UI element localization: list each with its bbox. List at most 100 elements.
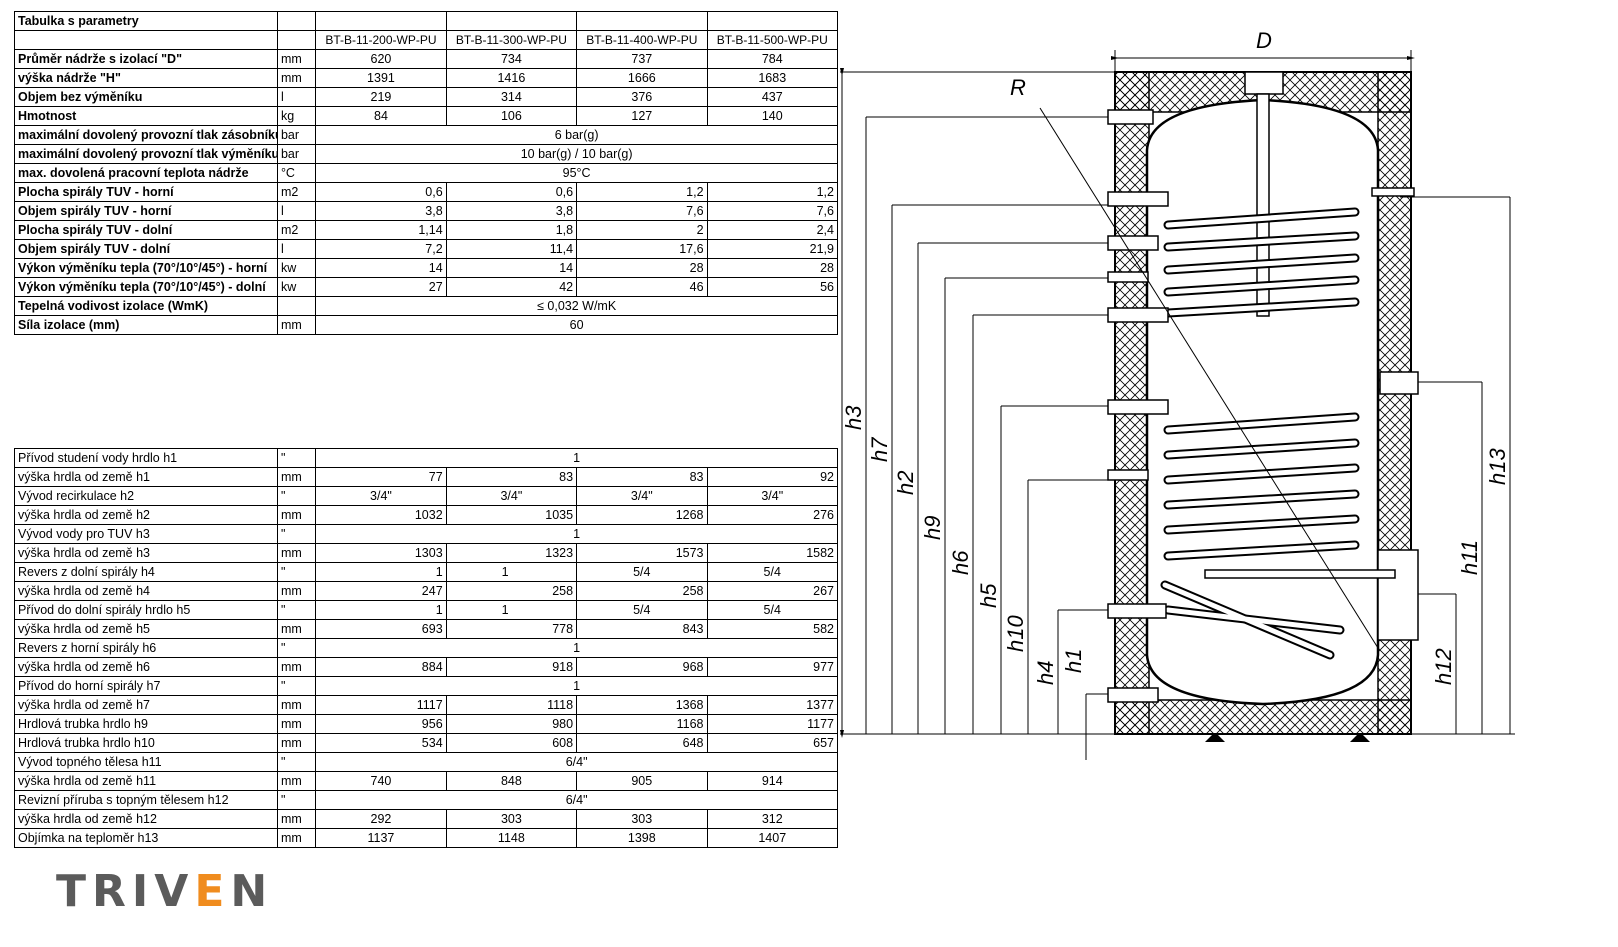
row-value: 60 bbox=[315, 315, 838, 335]
row-value: 843 bbox=[576, 619, 708, 639]
row-value: 2,4 bbox=[706, 220, 839, 240]
row-value: 1035 bbox=[445, 505, 578, 525]
row-value: 3/4" bbox=[576, 486, 708, 506]
row-value: 3/4" bbox=[706, 486, 838, 506]
row-value: 28 bbox=[576, 258, 708, 278]
row-value: 314 bbox=[445, 87, 578, 107]
dimension-labels: D R H h3 h7 h2 h9 h6 h5 h10 h4 h1 h13 h1… bbox=[841, 28, 1510, 685]
dim-h3: h3 bbox=[841, 405, 866, 430]
row-unit: mm bbox=[276, 543, 317, 563]
row-unit: mm bbox=[276, 49, 317, 69]
row-value: 106 bbox=[445, 106, 578, 126]
row-value: 5/4 bbox=[576, 562, 708, 582]
row-unit: " bbox=[276, 676, 317, 696]
row-value: 1,2 bbox=[706, 182, 839, 202]
row-label: Plocha spirály TUV - dolní bbox=[14, 220, 278, 240]
row-value: 534 bbox=[315, 733, 447, 753]
row-value: 258 bbox=[576, 581, 708, 601]
row-value: 1323 bbox=[445, 543, 578, 563]
row-value: 5/4 bbox=[576, 600, 708, 620]
row-unit: l bbox=[276, 87, 317, 107]
row-unit: l bbox=[276, 201, 317, 221]
row-label: Vývod recirkulace h2 bbox=[14, 486, 278, 506]
row-label: výška hrdla od země h4 bbox=[14, 581, 278, 601]
dim-h6: h6 bbox=[948, 550, 973, 575]
row-value: 127 bbox=[576, 106, 708, 126]
row-value: 620 bbox=[315, 49, 447, 69]
row-value: 977 bbox=[706, 657, 838, 677]
row-value: 10 bar(g) / 10 bar(g) bbox=[315, 144, 838, 164]
row-label: Hmotnost bbox=[14, 106, 278, 126]
row-unit: mm bbox=[276, 657, 317, 677]
row-unit: m2 bbox=[276, 182, 317, 202]
row-label: Výkon výměníku tepla (70°/10°/45°) - dol… bbox=[14, 277, 278, 297]
row-value: 1303 bbox=[315, 543, 447, 563]
row-label: max. dovolená pracovní teplota nádrže bbox=[14, 163, 278, 183]
table-cell bbox=[276, 11, 317, 31]
row-unit: m2 bbox=[276, 220, 317, 240]
row-value: 11,4 bbox=[445, 239, 578, 259]
row-value: 1368 bbox=[576, 695, 708, 715]
row-unit: bar bbox=[276, 125, 317, 145]
row-label: Tepelná vodivost izolace (WmK) bbox=[14, 296, 278, 316]
row-label: Hrdlová trubka hrdlo h10 bbox=[14, 733, 278, 753]
row-value: 1268 bbox=[576, 505, 708, 525]
row-label: Revizní příruba s topným tělesem h12 bbox=[14, 790, 278, 810]
row-value: 784 bbox=[706, 49, 839, 69]
row-unit: mm bbox=[276, 733, 317, 753]
row-value: 6 bar(g) bbox=[315, 125, 838, 145]
row-unit: mm bbox=[276, 828, 317, 848]
row-label: Hrdlová trubka hrdlo h9 bbox=[14, 714, 278, 734]
dim-h7: h7 bbox=[867, 437, 892, 462]
model-header: BT-B-11-500-WP-PU bbox=[706, 30, 839, 50]
row-value: 914 bbox=[706, 771, 838, 791]
row-value: 1573 bbox=[576, 543, 708, 563]
row-value: 956 bbox=[315, 714, 447, 734]
row-label: Objem spirály TUV - horní bbox=[14, 201, 278, 221]
row-value: 267 bbox=[706, 581, 838, 601]
row-unit: mm bbox=[276, 315, 317, 335]
row-value: 77 bbox=[315, 467, 447, 487]
table-row: Revers z horní spirály h6"1 bbox=[14, 638, 838, 658]
row-unit: mm bbox=[276, 619, 317, 639]
row-unit: " bbox=[276, 600, 317, 620]
row-unit: °C bbox=[276, 163, 317, 183]
row-label: výška hrdla od země h6 bbox=[14, 657, 278, 677]
row-label: Vývod topného tělesa h11 bbox=[14, 752, 278, 772]
row-value: 918 bbox=[445, 657, 578, 677]
row-value: 1137 bbox=[315, 828, 447, 848]
dim-h12: h12 bbox=[1431, 648, 1456, 685]
table-cell bbox=[315, 11, 447, 31]
row-value: 28 bbox=[706, 258, 839, 278]
row-label: výška hrdla od země h3 bbox=[14, 543, 278, 563]
tank-technical-drawing: D R H h3 h7 h2 h9 h6 h5 h10 h4 h1 h13 h1… bbox=[840, 28, 1515, 760]
row-label: výška hrdla od země h12 bbox=[14, 809, 278, 829]
row-label: Revers z dolní spirály h4 bbox=[14, 562, 278, 582]
table-row: Revizní příruba s topným tělesem h12"6/4… bbox=[14, 790, 838, 810]
dim-h5: h5 bbox=[976, 583, 1001, 608]
row-label: výška hrdla od země h5 bbox=[14, 619, 278, 639]
row-label: výška nádrže "H" bbox=[14, 68, 278, 88]
row-value: 1,14 bbox=[315, 220, 447, 240]
table-cell bbox=[706, 11, 839, 31]
row-value: 1666 bbox=[576, 68, 708, 88]
row-label: Síla izolace (mm) bbox=[14, 315, 278, 335]
row-value: 905 bbox=[576, 771, 708, 791]
row-value: 1582 bbox=[706, 543, 838, 563]
row-value: 3,8 bbox=[445, 201, 578, 221]
dim-h13: h13 bbox=[1485, 448, 1510, 485]
row-value: 980 bbox=[445, 714, 578, 734]
row-value: 5/4 bbox=[706, 562, 838, 582]
